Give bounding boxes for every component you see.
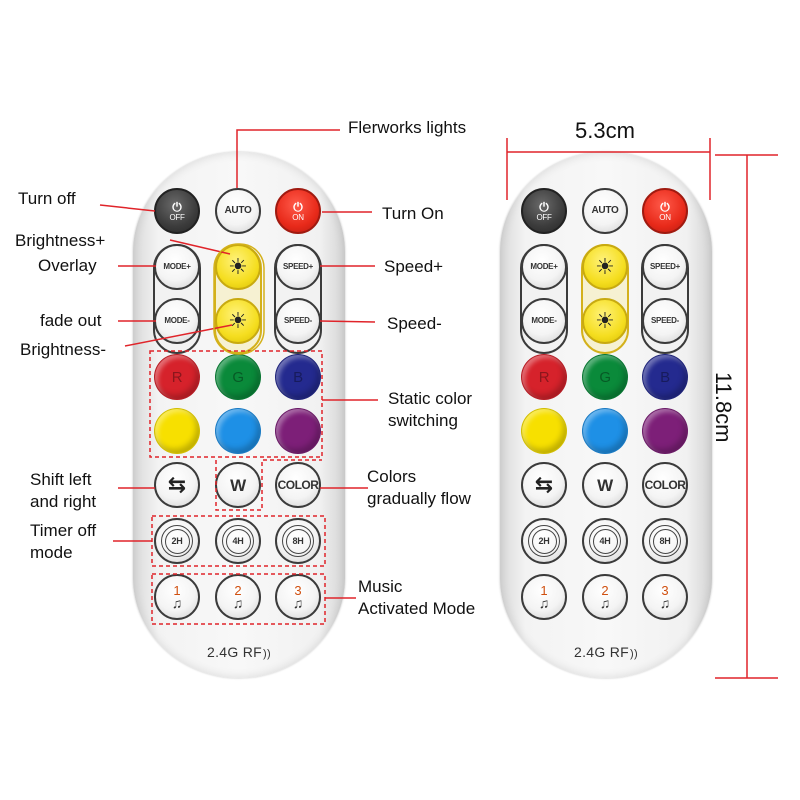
static-color-box (149, 350, 323, 458)
brightness-minus-button[interactable]: ☀ (215, 298, 261, 344)
speed-minus-button[interactable]: SPEED- (642, 298, 688, 344)
auto-button[interactable]: AUTO (215, 188, 261, 234)
yellow-button[interactable] (521, 408, 567, 454)
music-3-button[interactable]: 3♫ (642, 574, 688, 620)
static-color-label-1: Static color (388, 389, 473, 408)
swap-arrows-icon: ⇆ (167, 472, 187, 497)
light-blue-button[interactable] (582, 408, 628, 454)
speed-plus-label: Speed+ (384, 257, 444, 276)
mode-plus-button[interactable]: MODE+ (521, 244, 567, 290)
music-note-icon: ♫ (292, 595, 304, 611)
shift-button[interactable]: ⇆ (521, 462, 567, 508)
white-button[interactable]: W (582, 462, 628, 508)
timer-8h-button[interactable]: 8H (642, 518, 688, 564)
music-1-button[interactable]: 1♫ (154, 574, 200, 620)
brightness-highlight (213, 243, 265, 355)
green-button[interactable]: G (582, 354, 628, 400)
music-note-icon: ♫ (659, 595, 671, 611)
timer-4h-button[interactable]: 4H (582, 518, 628, 564)
power-icon: ⏻ (539, 199, 549, 214)
colors-flow-label-2: gradually flow (367, 489, 471, 508)
speed-plus-button[interactable]: SPEED+ (642, 244, 688, 290)
purple-button[interactable] (275, 408, 321, 454)
swap-arrows-icon: ⇆ (534, 472, 554, 497)
music-note-icon: ♫ (538, 595, 550, 611)
height-dimension-label: 11.8cm (711, 372, 736, 443)
music-note-icon: ♫ (232, 595, 244, 611)
timer-label-2: mode (30, 543, 73, 562)
music-note-icon: ♫ (599, 595, 611, 611)
brand-label: 2.4G RF)) (574, 644, 638, 660)
timer-4h-button[interactable]: 4H (215, 518, 261, 564)
sun-icon: ☀ (595, 254, 615, 279)
music-label-2: Activated Mode (358, 599, 476, 618)
music-2-button[interactable]: 2♫ (582, 574, 628, 620)
music-3-button[interactable]: 3♫ (275, 574, 321, 620)
brightness-minus-button[interactable]: ☀ (582, 298, 628, 344)
timer-2h-button[interactable]: 2H (154, 518, 200, 564)
on-button[interactable]: ⏻ON (642, 188, 688, 234)
off-button[interactable]: ⏻OFF (521, 188, 567, 234)
music-note-icon: ♫ (171, 595, 183, 611)
timer-box (151, 515, 326, 567)
music-label-1: Music (358, 577, 403, 596)
power-icon: ⏻ (172, 199, 182, 214)
sun-icon: ☀ (595, 308, 615, 333)
red-button[interactable]: R (521, 354, 567, 400)
light-blue-button[interactable] (215, 408, 261, 454)
brightness-plus-label: Brightness+ (15, 231, 106, 250)
fireworks-label: Flerworks lights (348, 118, 467, 137)
mode-plus-button[interactable]: MODE+ (154, 244, 200, 290)
auto-button[interactable]: AUTO (582, 188, 628, 234)
off-button[interactable]: ⏻OFF (154, 188, 200, 234)
brightness-minus-leader (124, 324, 233, 347)
timer-2h-button[interactable]: 2H (521, 518, 567, 564)
power-icon: ⏻ (660, 199, 670, 214)
remote-control-left: ⏻OFF AUTO ⏻ON MODE+ ☀ SPEED+ MODE- ☀ SPE… (133, 152, 345, 678)
timer-8h-button[interactable]: 8H (275, 518, 321, 564)
brightness-minus-label: Brightness- (20, 340, 106, 359)
music-1-button[interactable]: 1♫ (521, 574, 567, 620)
blue-button[interactable]: B (275, 354, 321, 400)
music-box (151, 573, 326, 625)
sun-icon: ☀ (228, 254, 248, 279)
brightness-plus-button[interactable]: ☀ (215, 244, 261, 290)
blue-button[interactable]: B (642, 354, 688, 400)
shift-label-2: and right (30, 492, 97, 511)
fireworks-leader (236, 129, 340, 188)
brightness-plus-button[interactable]: ☀ (582, 244, 628, 290)
white-button[interactable]: W (215, 462, 261, 508)
power-icon: ⏻ (293, 199, 303, 214)
color-button[interactable]: COLOR (642, 462, 688, 508)
fade-out-label: fade out (40, 311, 102, 330)
mode-minus-button[interactable]: MODE- (521, 298, 567, 344)
brand-label: 2.4G RF)) (207, 644, 271, 660)
yellow-button[interactable] (154, 408, 200, 454)
speed-minus-label: Speed- (387, 314, 442, 333)
white-box (215, 459, 322, 511)
color-button[interactable]: COLOR (275, 462, 321, 508)
green-button[interactable]: G (215, 354, 261, 400)
overlay-label: Overlay (38, 256, 97, 275)
shift-label-1: Shift left (30, 470, 92, 489)
turn-off-leader (99, 204, 156, 212)
signal-icon: )) (630, 648, 638, 660)
signal-icon: )) (263, 648, 271, 660)
turn-off-label: Turn off (18, 189, 76, 208)
static-color-label-2: switching (388, 411, 458, 430)
speed-minus-leader (319, 320, 376, 323)
colors-flow-label-1: Colors (367, 467, 417, 486)
turn-on-label: Turn On (382, 204, 444, 223)
red-button[interactable]: R (154, 354, 200, 400)
timer-label-1: Timer off (30, 521, 97, 540)
shift-button[interactable]: ⇆ (154, 462, 200, 508)
on-button[interactable]: ⏻ON (275, 188, 321, 234)
music-2-button[interactable]: 2♫ (215, 574, 261, 620)
width-dimension-label: 5.3cm (575, 118, 635, 143)
purple-button[interactable] (642, 408, 688, 454)
sun-icon: ☀ (228, 308, 248, 333)
remote-control-right: ⏻OFF AUTO ⏻ON MODE+ ☀ SPEED+ MODE- ☀ SPE… (500, 152, 712, 678)
speed-plus-button[interactable]: SPEED+ (275, 244, 321, 290)
